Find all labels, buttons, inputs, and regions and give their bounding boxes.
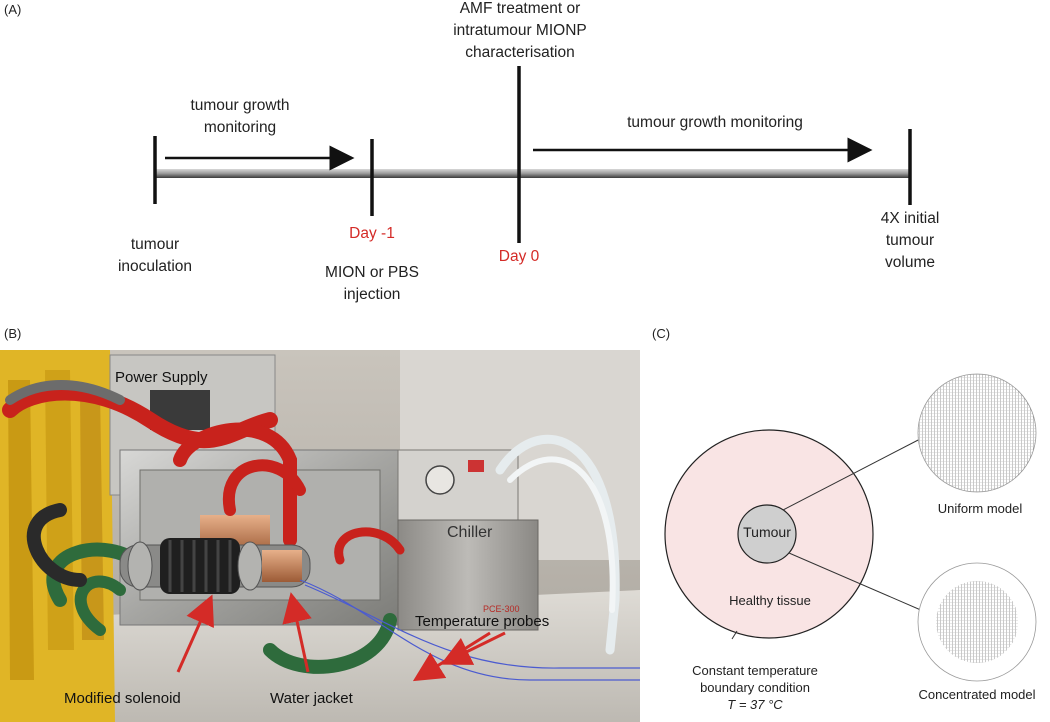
coil-turns [168,540,232,592]
boundary-pointer [731,630,738,640]
boundary-line3: T = 37 °C [727,697,783,712]
arrow-solenoid [176,594,214,673]
tumour-label: Tumour [743,524,791,540]
connector-concentrated [788,552,931,615]
growth-left-line2: monitoring [203,119,277,136]
boundary-line1: Constant temperature [692,663,818,678]
timeline-diagram [153,66,912,243]
solenoid-assembly [119,538,311,594]
water-jacket-label: Water jacket [270,690,353,707]
inoculation-line1: tumour [130,236,180,253]
day-minus1-label: Day -1 [349,225,395,242]
arrow-water-jacket [282,592,312,673]
connector-uniform [782,436,925,511]
end-label: 4X initial tumour volume [855,208,965,274]
top-label-line1: AMF treatment or [459,0,581,17]
panel-label-b: (B) [4,326,22,341]
temperature-probes-label: Temperature probes [415,613,550,630]
annotation-arrows [176,592,506,682]
end-line3: volume [885,254,935,271]
top-label-line3: characterisation [465,44,575,61]
top-label: AMF treatment or intratumour MIONP chara… [430,0,610,64]
concentrated-model-core [936,581,1018,663]
healthy-tissue-label: Healthy tissue [729,593,811,608]
chiller-unit [397,449,539,631]
modified-solenoid-label: Modified solenoid [64,690,181,707]
end-line1: 4X initial [880,210,940,227]
growth-left-line1: tumour growth [190,97,290,114]
growth-right-label: tumour growth monitoring [627,114,803,131]
boundary-line2: boundary condition [700,680,810,695]
panel-label-c: (C) [652,326,671,341]
probe-wires [299,579,640,681]
power-supply-label: Power Supply [115,369,208,386]
end-line2: tumour [885,232,935,249]
uniform-model-circle [917,373,1037,493]
arrow-probe-2 [440,631,506,665]
uniform-model-label: Uniform model [937,501,1023,516]
injection-label: MION or PBS injection [307,262,437,306]
chiller-label: Chiller [447,524,493,541]
boundary-condition-label: Constant temperature boundary condition … [680,662,830,713]
inoculation-line2: inoculation [117,258,193,275]
growth-left-label: tumour growth monitoring [165,95,315,139]
concentrated-model-label: Concentrated model [918,687,1036,702]
chiller-model-label: PCE-300 [483,604,520,614]
panel-label-a: (A) [4,2,22,17]
injection-line1: MION or PBS [325,264,419,281]
injection-line2: injection [343,286,401,303]
tumour-circle [737,504,797,564]
model-diagram [664,373,1037,682]
hoses [2,380,620,674]
apparatus-photo [0,350,640,722]
inoculation-label: tumour inoculation [105,234,205,278]
day0-label: Day 0 [498,248,540,265]
top-label-line2: intratumour MIONP [453,22,587,39]
timeline-bar [155,169,910,178]
